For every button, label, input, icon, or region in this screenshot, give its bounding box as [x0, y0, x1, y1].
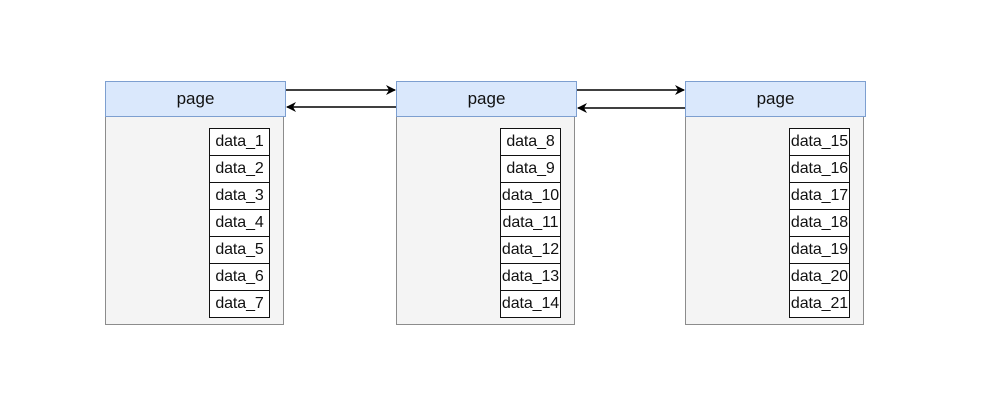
data-cell: data_8 — [500, 128, 561, 156]
data-cell: data_20 — [789, 264, 850, 291]
data-cell: data_19 — [789, 237, 850, 264]
data-list: data_15 data_16 data_17 data_18 data_19 … — [789, 128, 850, 318]
data-cell: data_10 — [500, 183, 561, 210]
data-cell: data_13 — [500, 264, 561, 291]
page-header: page — [105, 81, 286, 117]
data-cell: data_17 — [789, 183, 850, 210]
data-cell: data_3 — [209, 183, 270, 210]
data-list: data_1 data_2 data_3 data_4 data_5 data_… — [209, 128, 270, 318]
data-cell: data_4 — [209, 210, 270, 237]
data-cell: data_18 — [789, 210, 850, 237]
data-list: data_8 data_9 data_10 data_11 data_12 da… — [500, 128, 561, 318]
data-cell: data_5 — [209, 237, 270, 264]
page-node: page data_15 data_16 data_17 data_18 dat… — [685, 81, 866, 325]
page-header: page — [396, 81, 577, 117]
data-cell: data_9 — [500, 156, 561, 183]
data-cell: data_11 — [500, 210, 561, 237]
data-cell: data_21 — [789, 291, 850, 318]
data-cell: data_2 — [209, 156, 270, 183]
data-cell: data_12 — [500, 237, 561, 264]
page-node: page data_1 data_2 data_3 data_4 data_5 … — [105, 81, 286, 325]
data-cell: data_7 — [209, 291, 270, 318]
data-cell: data_14 — [500, 291, 561, 318]
page-header: page — [685, 81, 866, 117]
data-cell: data_15 — [789, 128, 850, 156]
data-cell: data_1 — [209, 128, 270, 156]
page-node: page data_8 data_9 data_10 data_11 data_… — [396, 81, 577, 325]
data-cell: data_6 — [209, 264, 270, 291]
data-cell: data_16 — [789, 156, 850, 183]
